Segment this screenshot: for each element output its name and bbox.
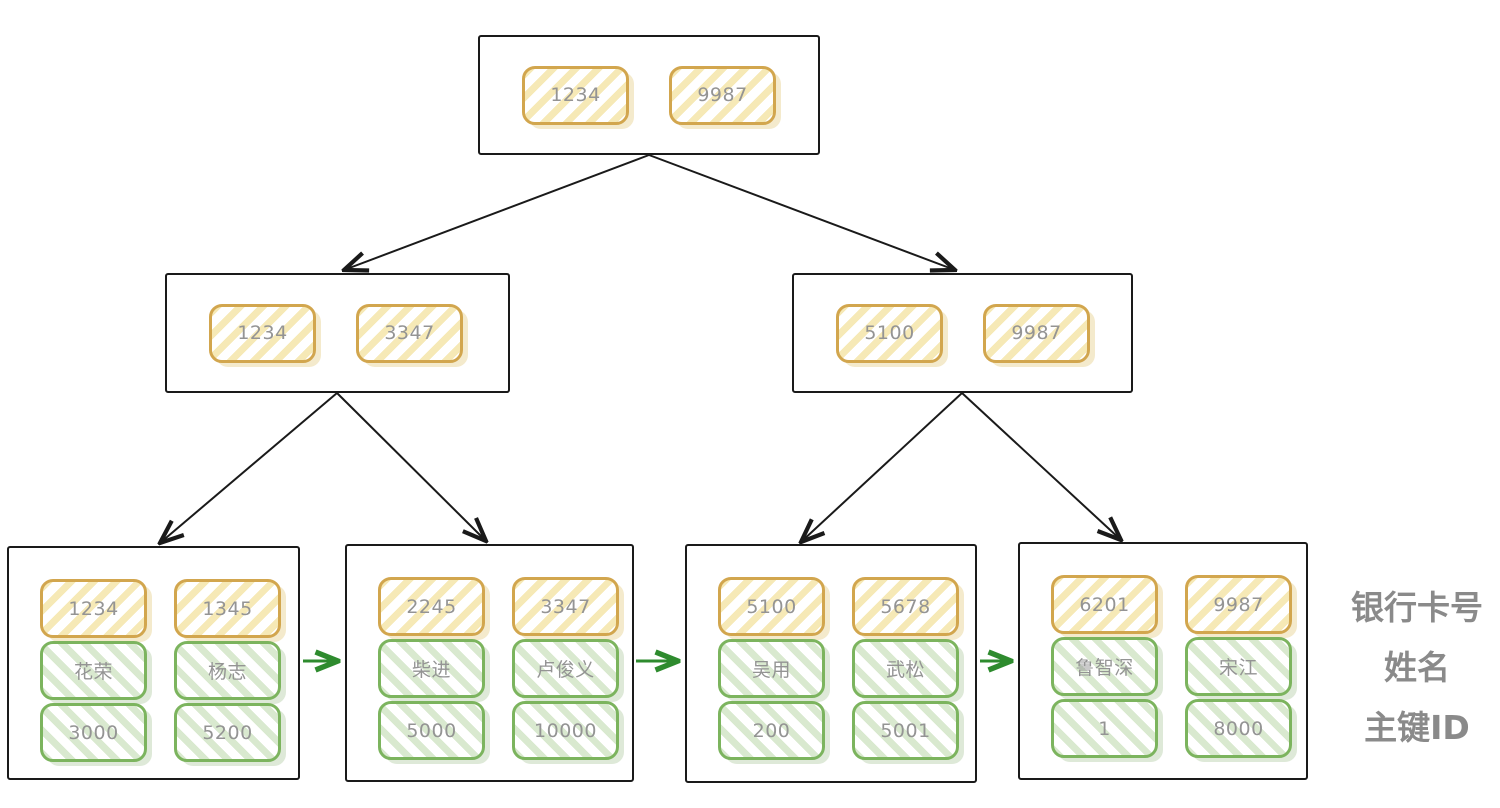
key-cell: 5100 (836, 303, 943, 363)
edge-internal2-leaf3 (801, 392, 963, 542)
leaf-entry: 3347 卢俊义 10000 (512, 577, 619, 780)
card-cell: 1345 (174, 579, 281, 638)
name-cell: 宋江 (1185, 637, 1292, 696)
legend-primary-key-label: 主键ID (1364, 708, 1470, 747)
leaf-node-2: 2245 柴进 5000 3347 卢俊义 10000 (345, 544, 634, 782)
leaf-entry: 2245 柴进 5000 (378, 577, 485, 780)
card-cell: 3347 (512, 577, 619, 636)
id-cell: 5000 (378, 701, 485, 760)
card-cell: 5678 (852, 577, 959, 636)
id-cell: 5200 (174, 703, 281, 762)
name-cell: 武松 (852, 639, 959, 698)
key-cell: 9987 (983, 303, 1090, 363)
leaf-node-3: 5100 吴用 200 5678 武松 5001 (685, 544, 977, 783)
edge-internal1-leaf1 (160, 392, 338, 543)
leaf-node-1: 1234 花荣 3000 1345 杨志 5200 (7, 546, 300, 780)
edge-root-internal-left (344, 154, 650, 270)
root-node: 1234 9987 (478, 35, 820, 155)
card-cell: 9987 (1185, 575, 1292, 634)
internal-node-right: 5100 9987 (792, 273, 1133, 393)
name-cell: 鲁智深 (1051, 637, 1158, 696)
card-cell: 1234 (40, 579, 147, 638)
leaf-node-4: 6201 鲁智深 1 9987 宋江 8000 (1018, 542, 1308, 780)
row-legend: 银行卡号 姓名 主键ID (1334, 575, 1500, 755)
id-cell: 200 (718, 701, 825, 760)
key-cell: 1234 (209, 303, 316, 363)
id-cell: 3000 (40, 703, 147, 762)
leaf-entry: 6201 鲁智深 1 (1051, 575, 1158, 778)
leaf-entry: 1234 花荣 3000 (40, 579, 147, 778)
edge-internal1-leaf2 (336, 392, 486, 541)
key-cell: 1234 (522, 65, 629, 125)
name-cell: 柴进 (378, 639, 485, 698)
legend-bank-card-label: 银行卡号 (1351, 588, 1483, 627)
leaf-entry: 1345 杨志 5200 (174, 579, 281, 778)
id-cell: 1 (1051, 699, 1158, 758)
edge-internal2-leaf4 (961, 392, 1121, 540)
name-cell: 卢俊义 (512, 639, 619, 698)
name-cell: 花荣 (40, 641, 147, 700)
id-cell: 10000 (512, 701, 619, 760)
id-cell: 8000 (1185, 699, 1292, 758)
leaf-entry: 9987 宋江 8000 (1185, 575, 1292, 778)
id-cell: 5001 (852, 701, 959, 760)
leaf-entry: 5100 吴用 200 (718, 577, 825, 781)
legend-name-label: 姓名 (1384, 648, 1450, 687)
card-cell: 6201 (1051, 575, 1158, 634)
name-cell: 吴用 (718, 639, 825, 698)
internal-node-left: 1234 3347 (165, 273, 510, 393)
key-cell: 3347 (356, 303, 463, 363)
name-cell: 杨志 (174, 641, 281, 700)
card-cell: 5100 (718, 577, 825, 636)
leaf-entry: 5678 武松 5001 (852, 577, 959, 781)
card-cell: 2245 (378, 577, 485, 636)
edge-root-internal-right (648, 154, 955, 270)
key-cell: 9987 (669, 65, 776, 125)
